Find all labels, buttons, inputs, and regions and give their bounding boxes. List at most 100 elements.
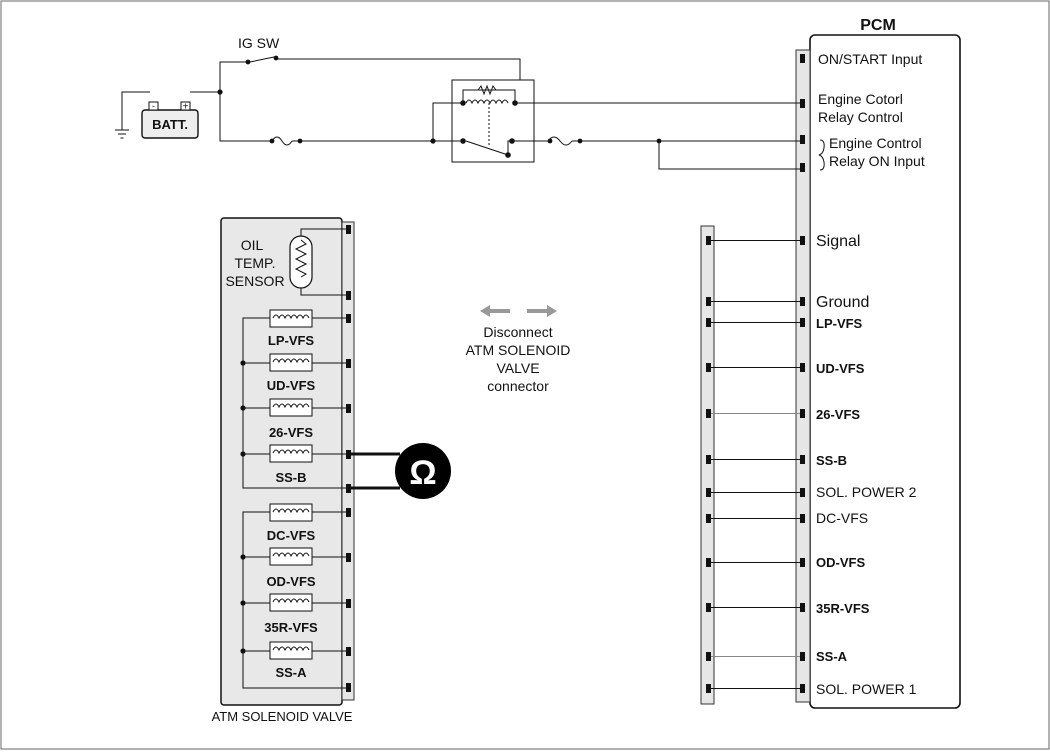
solenoid-label-ss-b: SS-B xyxy=(275,470,306,485)
power-circuit xyxy=(115,56,800,170)
pcm-pin-sol-power-2 xyxy=(800,488,805,497)
harness-pin-dc-vfs xyxy=(706,514,711,523)
solenoid-label-dc-vfs: DC-VFS xyxy=(267,528,316,543)
junction-relay-contact-c xyxy=(505,152,511,158)
disconnect-note-line-1: Disconnect xyxy=(483,324,552,340)
pcm-label-dc-vfs: DC-VFS xyxy=(816,510,868,526)
battery-plus-sign: + xyxy=(183,102,189,113)
battery-terminal-plus xyxy=(180,101,191,111)
junction-fuse-2-out xyxy=(577,138,583,144)
junction-od-vfs xyxy=(240,554,246,560)
pcm-pin-dc-vfs xyxy=(800,514,805,523)
coil-od-vfs-winding xyxy=(272,552,310,558)
valve-pin-8 xyxy=(346,508,351,517)
pcm-pin-ud-vfs xyxy=(800,363,805,372)
harness-pin-signal xyxy=(706,236,711,245)
coil-26-vfs-winding xyxy=(272,403,310,409)
battery-body xyxy=(141,109,199,139)
harness-pin-sol-power-2 xyxy=(706,488,711,497)
pcm-label-relay-on-2: Relay ON Input xyxy=(829,153,925,169)
coil-ss-b-winding xyxy=(272,449,310,455)
valve-connector xyxy=(341,221,355,701)
oil-sensor-label-2: TEMP. xyxy=(235,255,276,271)
pcm-title: PCM xyxy=(860,17,896,34)
junction-26-vfs xyxy=(240,405,246,411)
oil-sensor-label-1: OIL xyxy=(241,237,264,253)
battery-terminal-minus xyxy=(148,101,159,111)
junction-relay-feed xyxy=(430,138,436,144)
pcm-label-lp-vfs: LP-VFS xyxy=(816,316,863,331)
ohm-symbol: Ω xyxy=(409,454,436,492)
ig-switch-label: IG SW xyxy=(238,35,280,51)
power-junction-dots xyxy=(217,55,662,158)
valve-junction-dots xyxy=(240,360,246,654)
disconnect-note-line-4: connector xyxy=(487,378,549,394)
oil-sensor-wire-top xyxy=(300,228,350,236)
battery-minus-sign: - xyxy=(152,101,155,111)
valve-pin-10 xyxy=(346,599,351,608)
harness-pin-lp-vfs xyxy=(706,318,711,327)
pcm-module: PCM ON/START Input Engine Cotorl Relay C… xyxy=(795,17,961,709)
valve-pin-3 xyxy=(346,314,351,323)
solenoid-label-lp-vfs: LP-VFS xyxy=(268,333,315,348)
pcm-pin-ground xyxy=(800,297,805,306)
valve-pin-1 xyxy=(346,225,351,234)
relay-on-brace xyxy=(818,139,825,171)
harness-to-pcm-wires xyxy=(711,240,800,689)
pcm-label-ground: Ground xyxy=(816,294,869,311)
pcm-label-engine-control-2: Relay Control xyxy=(818,109,903,125)
ig-switch-feed xyxy=(219,61,250,92)
pcm-label-26-vfs: 26-VFS xyxy=(816,407,860,422)
solenoid-label-ud-vfs: UD-VFS xyxy=(267,378,316,393)
arrow-left-icon xyxy=(480,305,510,317)
pcm-pin-lp-vfs xyxy=(800,318,805,327)
pcm-label-sol-power-1: SOL. POWER 1 xyxy=(816,681,917,697)
main-relay-box xyxy=(451,79,535,163)
harness-pin-ss-a xyxy=(706,652,711,661)
junction-ss-a xyxy=(240,648,246,654)
fuse-2 xyxy=(547,136,573,146)
relay-coil-feed xyxy=(432,102,463,141)
valve-pin-6 xyxy=(346,450,351,459)
pcm-label-relay-on-1: Engine Control xyxy=(829,135,922,151)
valve-pin-11 xyxy=(346,647,351,656)
junction-ss-b xyxy=(240,451,246,457)
disconnect-note: Disconnect ATM SOLENOID VALVE connector xyxy=(466,305,570,394)
pcm-pin-relay-control xyxy=(800,99,805,108)
pcm-label-sol-power-2: SOL. POWER 2 xyxy=(816,484,917,500)
pcm-connector xyxy=(795,49,811,703)
harness-connector-body xyxy=(700,225,715,705)
harness-pin-sol-power-1 xyxy=(706,684,711,693)
solenoid-label-35r-vfs: 35R-VFS xyxy=(264,620,318,635)
valve-pin-5 xyxy=(346,404,351,413)
valve-pin-7 xyxy=(346,484,351,493)
pcm-pin-35r-vfs xyxy=(800,603,805,612)
battery-label: BATT. xyxy=(152,117,188,132)
atm-solenoid-valve: ATM SOLENOID VALVE OIL TEMP. SENSOR xyxy=(212,217,355,724)
junction-fuse-1-out xyxy=(297,138,303,144)
valve-pin-2 xyxy=(346,291,351,300)
pcm-label-ud-vfs: UD-VFS xyxy=(816,361,865,376)
oil-sensor-label-3: SENSOR xyxy=(225,273,284,289)
battery-bus xyxy=(219,92,272,142)
relay-contact-blade xyxy=(465,140,509,156)
junction-ig-in xyxy=(245,59,251,65)
ig-switch-blade xyxy=(249,56,275,63)
pcm-pin-signal xyxy=(800,236,805,245)
relay-resistor xyxy=(477,84,497,96)
fuse-1 xyxy=(271,136,293,146)
coil-lp-vfs-winding xyxy=(272,314,310,320)
pcm-label-signal: Signal xyxy=(816,233,860,250)
harness-connector xyxy=(700,225,800,705)
pcm-label-engine-control-1: Engine Cotorl xyxy=(818,91,903,107)
junction-ig-out xyxy=(273,55,279,61)
valve-pin-9 xyxy=(346,553,351,562)
relay-output xyxy=(507,140,548,155)
pcm-pin-relay-on-a xyxy=(800,135,805,144)
pcm-label-ss-b: SS-B xyxy=(816,453,847,468)
pcm-pin-od-vfs xyxy=(800,558,805,567)
junction-relay-contact-a xyxy=(460,138,466,144)
harness-connector-pins xyxy=(706,236,711,693)
harness-pin-ud-vfs xyxy=(706,363,711,372)
